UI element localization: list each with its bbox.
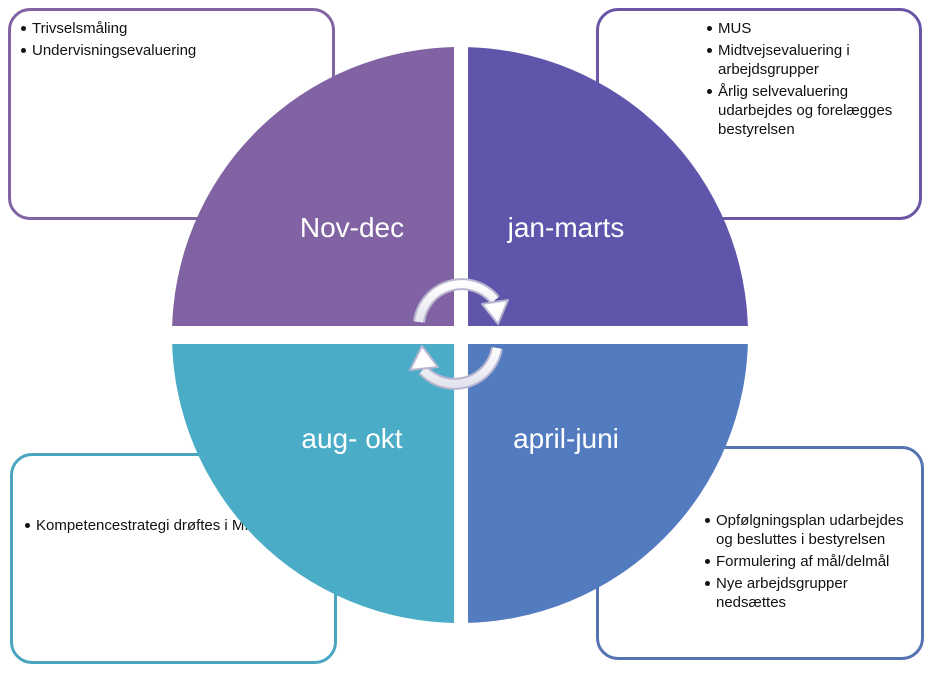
- quadrant-jan-marts: [468, 47, 748, 326]
- quadrant-nov-dec: [172, 47, 454, 326]
- quadrant-label-aug-okt: aug- okt: [301, 423, 402, 454]
- list-item: Opfølgningsplan udarbejdes og besluttes …: [705, 511, 911, 549]
- quadrant-label-april-juni: april-juni: [513, 423, 619, 454]
- list-item: Undervisningsevaluering: [21, 41, 322, 60]
- circular-arrows-icon: [409, 278, 509, 390]
- list-item: Trivselsmåling: [21, 19, 322, 38]
- quadrant-label-jan-marts: jan-marts: [507, 212, 625, 243]
- quadrant-aug-okt: [172, 344, 454, 623]
- list-item: Formulering af mål/delmål: [705, 552, 911, 571]
- quadrant-april-juni: [468, 344, 748, 623]
- list-item: Midtvejsevaluering i arbejdsgrupper: [707, 41, 909, 79]
- list-item: Årlig selvevaluering udarbejdes og forel…: [707, 82, 909, 139]
- list-item: MUS: [707, 19, 909, 38]
- list-item: Kompetencestrategi drøftes i MIO: [25, 516, 324, 535]
- list-item: Nye arbejdsgrupper nedsættes: [705, 574, 911, 612]
- quadrant-label-nov-dec: Nov-dec: [300, 212, 404, 243]
